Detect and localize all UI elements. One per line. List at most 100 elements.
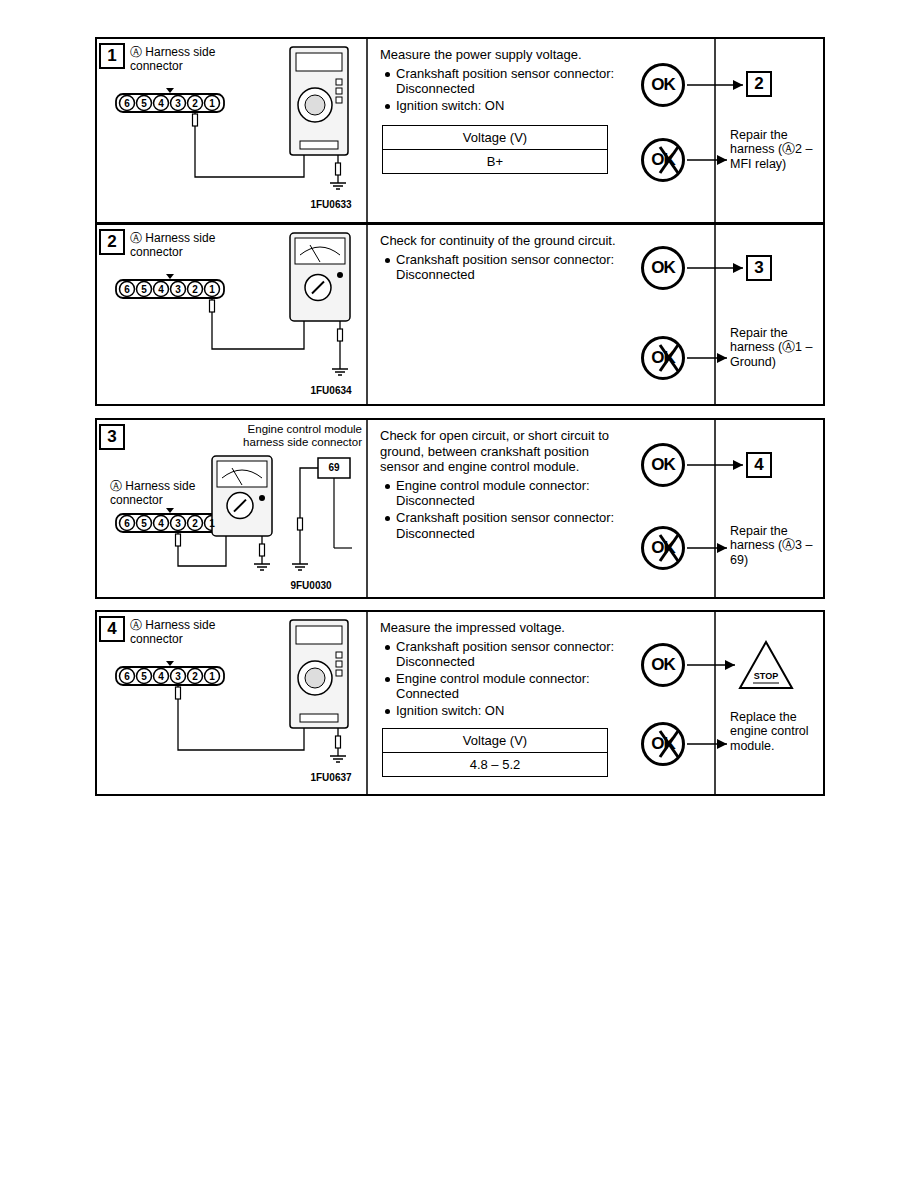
pin-number: 2 [188, 517, 202, 530]
bullet-dot [385, 516, 390, 521]
instructions: Measure the impressed voltage. Crankshaft… [380, 620, 618, 720]
pin-number: 5 [137, 517, 151, 530]
instruction-bullet: Crankshaft position sensor connector: Di… [380, 66, 618, 97]
pin-number: 6 [120, 97, 134, 110]
meter-jack [300, 714, 338, 722]
pin-number: 3 [171, 283, 185, 296]
ng-mark: OK [641, 336, 685, 380]
step-number: 2 [99, 229, 125, 255]
instruction-bullet: Ignition switch: ON [380, 98, 618, 114]
harness-connector [116, 280, 224, 298]
connector-key [166, 661, 174, 666]
probe-wire [195, 111, 304, 177]
bullet-dot [385, 484, 390, 489]
ground-symbol [332, 368, 348, 370]
meter-dial [298, 88, 332, 122]
pin-number: 4 [154, 283, 168, 296]
probe-tip [336, 163, 341, 175]
meter-scale [217, 461, 267, 487]
analog-meter [212, 456, 272, 536]
instruction-heading: Measure the impressed voltage. [380, 620, 618, 636]
analog-meter [290, 233, 350, 321]
connector-pin [205, 96, 220, 111]
connector-pin [120, 282, 135, 297]
step-number: 2 [746, 71, 772, 97]
meter-needle [310, 245, 320, 262]
result-text: Repair the harness (Ⓐ2 – MFI relay) [730, 128, 822, 171]
ecm-harness [333, 478, 334, 548]
connector-key [166, 88, 174, 93]
connector-pin [171, 96, 186, 111]
pin-number: 2 [188, 283, 202, 296]
instructions: Measure the power supply voltage. Cranksh… [380, 47, 618, 114]
meter-knob [234, 500, 246, 512]
meter-knob [312, 282, 324, 294]
stop-triangle [738, 640, 794, 690]
step-number-text: 2 [754, 74, 763, 94]
ground-symbol [292, 563, 308, 565]
result-text: Repair the harness (Ⓐ3 – 69) [730, 524, 822, 567]
pin-number: 1 [205, 283, 219, 296]
bullet-dot [385, 104, 390, 109]
connector-pin [205, 282, 220, 297]
meter-scale [222, 470, 262, 478]
mark-text: OK [651, 75, 675, 95]
meter-knob [305, 275, 331, 301]
column-divider [366, 223, 368, 406]
bullet-dot [385, 645, 390, 650]
step-number-text: 3 [107, 427, 116, 447]
connector-pin [154, 516, 169, 531]
result-text: Repair the harness (Ⓐ1 – Ground) [730, 326, 822, 369]
meter-dial [305, 668, 325, 688]
table-cell: Voltage (V) [383, 729, 607, 753]
probe-tip [176, 534, 181, 546]
connector-pin [120, 516, 135, 531]
connector-pin [188, 282, 203, 297]
bullet-dot [385, 72, 390, 77]
connector-label: Ⓐ Harness side connector [130, 619, 240, 647]
ok-mark: OK [641, 643, 685, 687]
meter-scale [300, 247, 340, 255]
connector-key [166, 274, 174, 279]
column-divider [714, 223, 716, 406]
connector-label: Ⓐ Harness side connector [130, 232, 240, 260]
connector-pin [120, 669, 135, 684]
ground-symbol [260, 569, 264, 571]
mark-text: OK [651, 348, 675, 368]
connector-pin [137, 282, 152, 297]
meter-knob [227, 493, 253, 519]
connector-key [166, 508, 174, 513]
meter-button [336, 97, 342, 103]
step-number: 1 [99, 43, 125, 69]
digital-meter [290, 620, 348, 728]
ecm-connector [318, 458, 350, 478]
step-number: 4 [99, 616, 125, 642]
meter-dial [305, 95, 325, 115]
ground-symbol [336, 761, 340, 763]
connector-pin [154, 669, 169, 684]
connector-pin [120, 96, 135, 111]
pin-number: 4 [154, 517, 168, 530]
pin-number: 5 [137, 670, 151, 683]
step-number-text: 4 [107, 619, 116, 639]
pin-number: 5 [137, 283, 151, 296]
column-divider [714, 37, 716, 224]
value-table: Voltage (V)4.8 – 5.2 [382, 728, 608, 777]
connector-pin [154, 282, 169, 297]
meter-dial [298, 661, 332, 695]
ground-symbol [335, 371, 345, 373]
connector-pin [188, 96, 203, 111]
probe-tip [298, 518, 303, 530]
harness-connector [116, 667, 224, 685]
ground-symbol [333, 185, 343, 187]
step-number: 4 [746, 452, 772, 478]
instruction-heading: Measure the power supply voltage. [380, 47, 618, 63]
pin-number: 69 [320, 461, 348, 474]
instruction-bullet: Crankshaft position sensor connector: Di… [380, 639, 618, 670]
meter-jack [300, 141, 338, 149]
pin-number: 2 [188, 97, 202, 110]
meter-scale [295, 238, 345, 264]
pin-number: 1 [205, 517, 219, 530]
meter-display [296, 53, 342, 71]
